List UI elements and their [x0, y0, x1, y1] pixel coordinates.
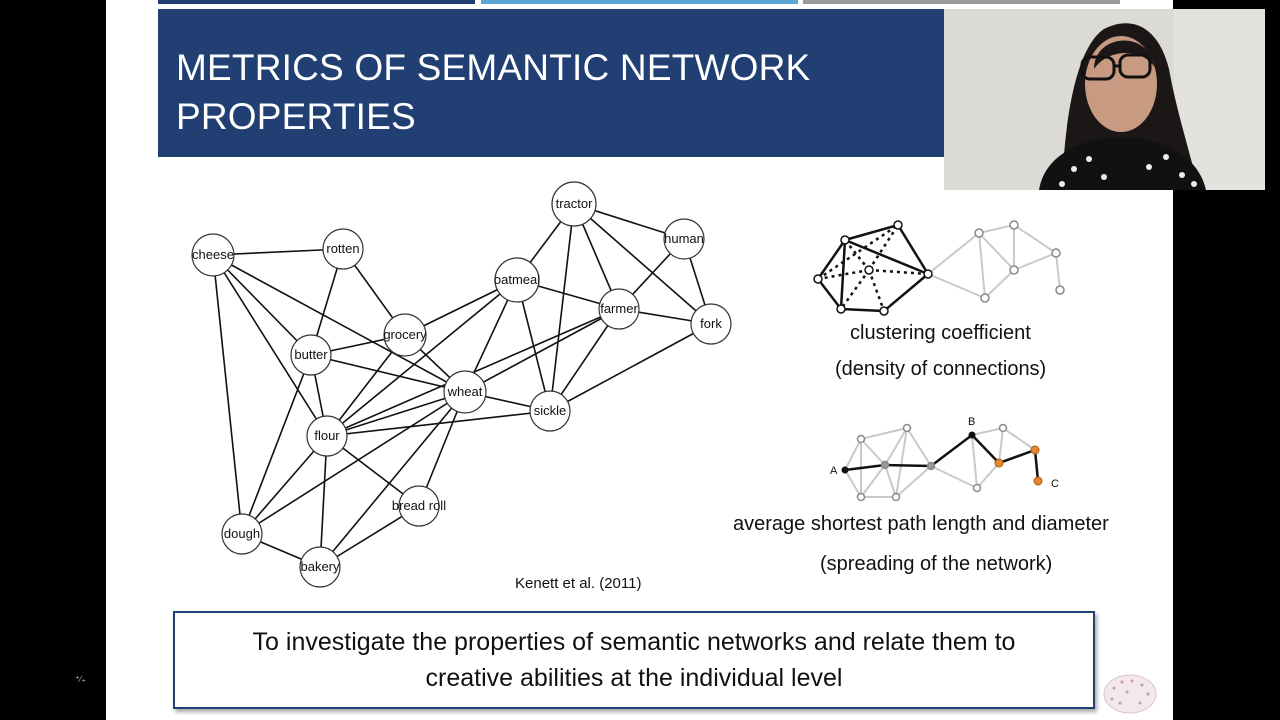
network-node-label: sickle [534, 403, 567, 418]
webcam-video [944, 9, 1265, 190]
network-node-label: rotten [326, 241, 359, 256]
network-node-label: oatmeal [494, 272, 540, 287]
network-node-label: farmer [600, 301, 638, 316]
clustering-caption-1: clustering coefficient [850, 322, 1031, 344]
objective-box: To investigate the properties of semanti… [173, 611, 1095, 709]
network-node-label: tractor [556, 196, 594, 211]
network-node [529, 390, 571, 432]
path-label-a: A [830, 465, 838, 477]
network-node-label: grocery [383, 327, 427, 342]
presenter-video-icon [944, 9, 1265, 190]
clustering-caption-2: (density of connections) [835, 358, 1047, 380]
top-accent-bar-1 [158, 0, 475, 4]
network-node [663, 218, 705, 260]
network-node [494, 257, 540, 303]
objective-line-1: To investigate the properties of semanti… [252, 628, 1016, 656]
path-caption-1: average shortest path length and diamete… [733, 513, 1109, 535]
path-caption-2: (spreading of the network) [820, 553, 1053, 575]
network-node-label: fork [700, 316, 722, 331]
network-node [383, 313, 427, 357]
network-node-label: flour [314, 428, 340, 443]
network-node [598, 288, 640, 330]
network-node-label: cheese [192, 247, 234, 262]
slide-title: METRICS OF SEMANTIC NETWORK PROPERTIES [176, 47, 811, 137]
network-node-label: bread roll [392, 498, 446, 513]
network-node [322, 228, 364, 270]
semantic-network-diagram: tractor human cheese rotten oatmeal farmer for… [191, 181, 1065, 588]
left-margin-marker: ⁺∕₊ [75, 674, 87, 684]
network-node [221, 513, 263, 555]
path-label-b: B [968, 416, 975, 428]
network-node [398, 485, 440, 527]
shortest-path-diagram: A B C [830, 416, 1059, 502]
network-node-label: dough [224, 526, 260, 541]
network-node [299, 546, 341, 588]
network-node [306, 415, 348, 457]
objective-line-2: creative abilities at the individual lev… [425, 664, 843, 692]
network-node [551, 181, 597, 227]
top-accent-bar-3 [803, 0, 1120, 4]
network-nodes: tractor human cheese rotten oatmeal farmer for… [191, 181, 732, 588]
citation: Kenett et al. (2011) [515, 575, 642, 592]
network-node-label: bakery [300, 559, 340, 574]
path-label-c: C [1051, 478, 1059, 490]
network-node [443, 370, 487, 414]
network-node [191, 233, 235, 277]
clustering-diagram [813, 220, 1065, 316]
network-node-label: butter [294, 347, 328, 362]
top-accent-bar-2 [481, 0, 798, 4]
title-banner: METRICS OF SEMANTIC NETWORK PROPERTIES [158, 9, 948, 157]
network-node [290, 334, 332, 376]
network-node [690, 303, 732, 345]
network-node-label: wheat [447, 384, 483, 399]
brain-logo-icon [1103, 674, 1157, 714]
network-node-label: human [664, 231, 704, 246]
